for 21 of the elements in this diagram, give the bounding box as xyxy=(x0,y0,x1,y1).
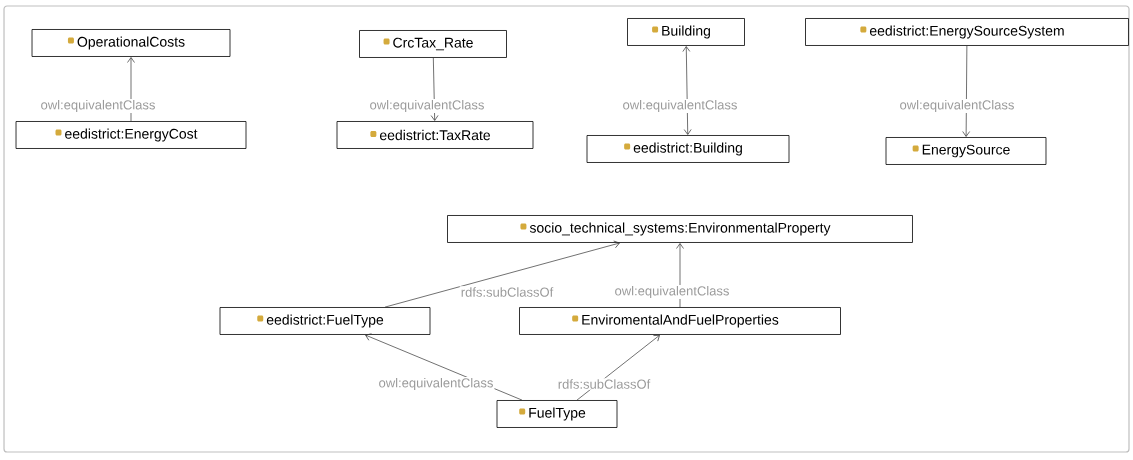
arrow xyxy=(576,334,660,401)
class-box: eedistrict:EnergyCost xyxy=(15,121,247,149)
class-box: CrcTax_Rate xyxy=(359,30,507,58)
class-box: eedistrict:TaxRate xyxy=(336,121,534,149)
class-box: eedistrict:EnergySourceSystem xyxy=(805,18,1129,46)
class-box: EnviromentalAndFuelProperties xyxy=(519,307,841,335)
edge-label: rdfs:subClassOf xyxy=(459,286,555,298)
arrow xyxy=(676,243,684,308)
class-box: socio_technical_systems:EnvironmentalProperty xyxy=(447,215,913,243)
class-box: OperationalCosts xyxy=(31,29,231,57)
class-box: eedistrict:Building xyxy=(586,135,790,163)
arrow xyxy=(682,46,692,135)
class-box: eedistrict:FuelType xyxy=(219,307,431,335)
class-box: Building xyxy=(627,18,745,46)
class-box: FuelType xyxy=(496,400,618,428)
edge-label: rdfs:subClassOf xyxy=(556,378,652,390)
class-box: EnergySource xyxy=(885,137,1047,165)
arrow xyxy=(962,45,970,137)
arrow xyxy=(430,57,439,121)
arrow xyxy=(384,240,620,308)
arrow xyxy=(127,57,135,122)
